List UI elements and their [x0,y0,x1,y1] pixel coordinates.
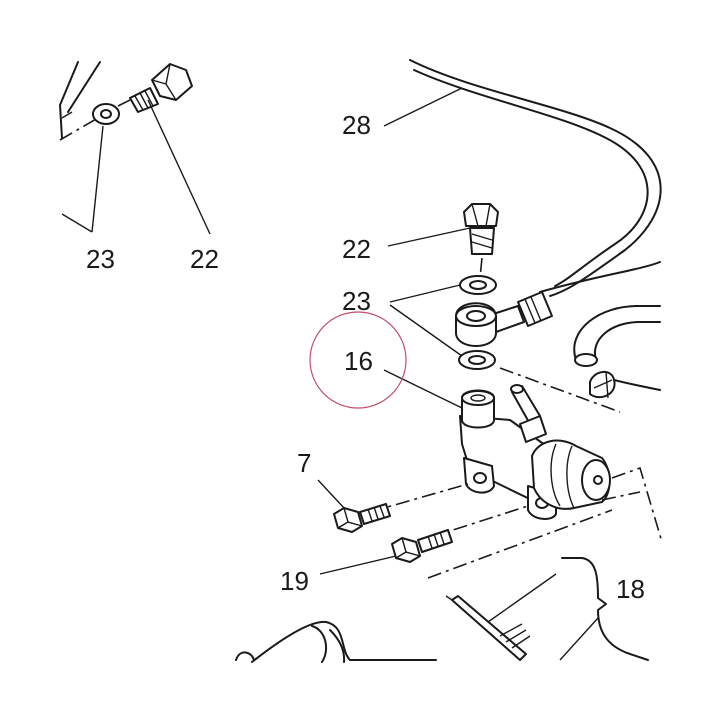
banjo-bolt-22-center [387,203,499,279]
lever-outline [235,620,437,663]
bolt-19 [319,529,453,575]
washer-23-upper [459,275,497,295]
callout-7: 7 [297,448,311,478]
banjo-eye [455,302,497,347]
callout-22-center: 22 [342,234,371,264]
highlight-circle [309,311,407,409]
callout-19: 19 [280,566,309,596]
banjo-bolt-22-top [129,63,193,113]
callout-16: 16 [344,346,373,376]
vent-hose-and-clip [499,304,661,413]
top-left-assembly [59,61,211,235]
callout-23-top-left: 23 [86,244,115,274]
callout-18: 18 [616,574,645,604]
washer-23-top [92,103,120,125]
callout-23-center: 23 [342,286,371,316]
pushrod-18 [445,557,649,661]
bolt-7 [317,479,391,533]
washer-23-lower [458,350,496,370]
callout-28: 28 [342,110,371,140]
hydraulic-hose-28 [383,59,662,347]
cylinder-16 [383,369,611,520]
callout-22-top-left: 22 [190,244,219,274]
